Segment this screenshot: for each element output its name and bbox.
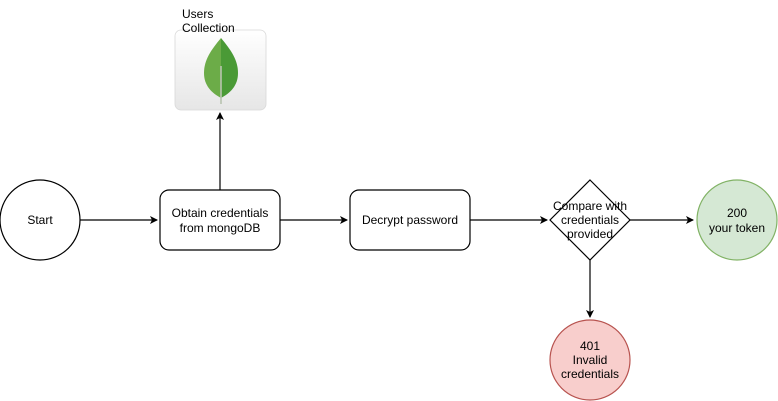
failure-message-line2: credentials [561, 367, 619, 381]
failure-node[interactable]: 401 Invalid credentials [549, 319, 631, 401]
users-collection-label-line1: Users [182, 7, 213, 21]
obtain-credentials-node[interactable]: Obtain credentials from mongoDB [159, 189, 281, 251]
decrypt-password-node[interactable]: Decrypt password [349, 189, 471, 251]
decrypt-password-label: Decrypt password [362, 213, 458, 227]
obtain-credentials-label-line2: from mongoDB [180, 221, 261, 235]
success-node[interactable]: 200 your token [696, 179, 778, 261]
failure-message-line1: Invalid [573, 353, 608, 367]
compare-decision-node[interactable]: Compare with credentials provided [549, 179, 631, 261]
start-node[interactable]: Start [0, 179, 81, 261]
users-collection-label-line2: Collection [182, 21, 235, 35]
start-node-label: Start [27, 213, 53, 227]
compare-label-line1: Compare with [553, 199, 627, 213]
mongodb-leaf-icon [204, 38, 238, 104]
success-message: your token [709, 221, 765, 235]
success-status-code: 200 [727, 206, 747, 220]
obtain-credentials-label-line1: Obtain credentials [172, 206, 269, 220]
compare-label-line2: credentials [561, 213, 619, 227]
failure-status-code: 401 [580, 339, 600, 353]
compare-label-line3: provided [567, 227, 613, 241]
users-collection-node[interactable]: Users Collection [174, 7, 267, 111]
